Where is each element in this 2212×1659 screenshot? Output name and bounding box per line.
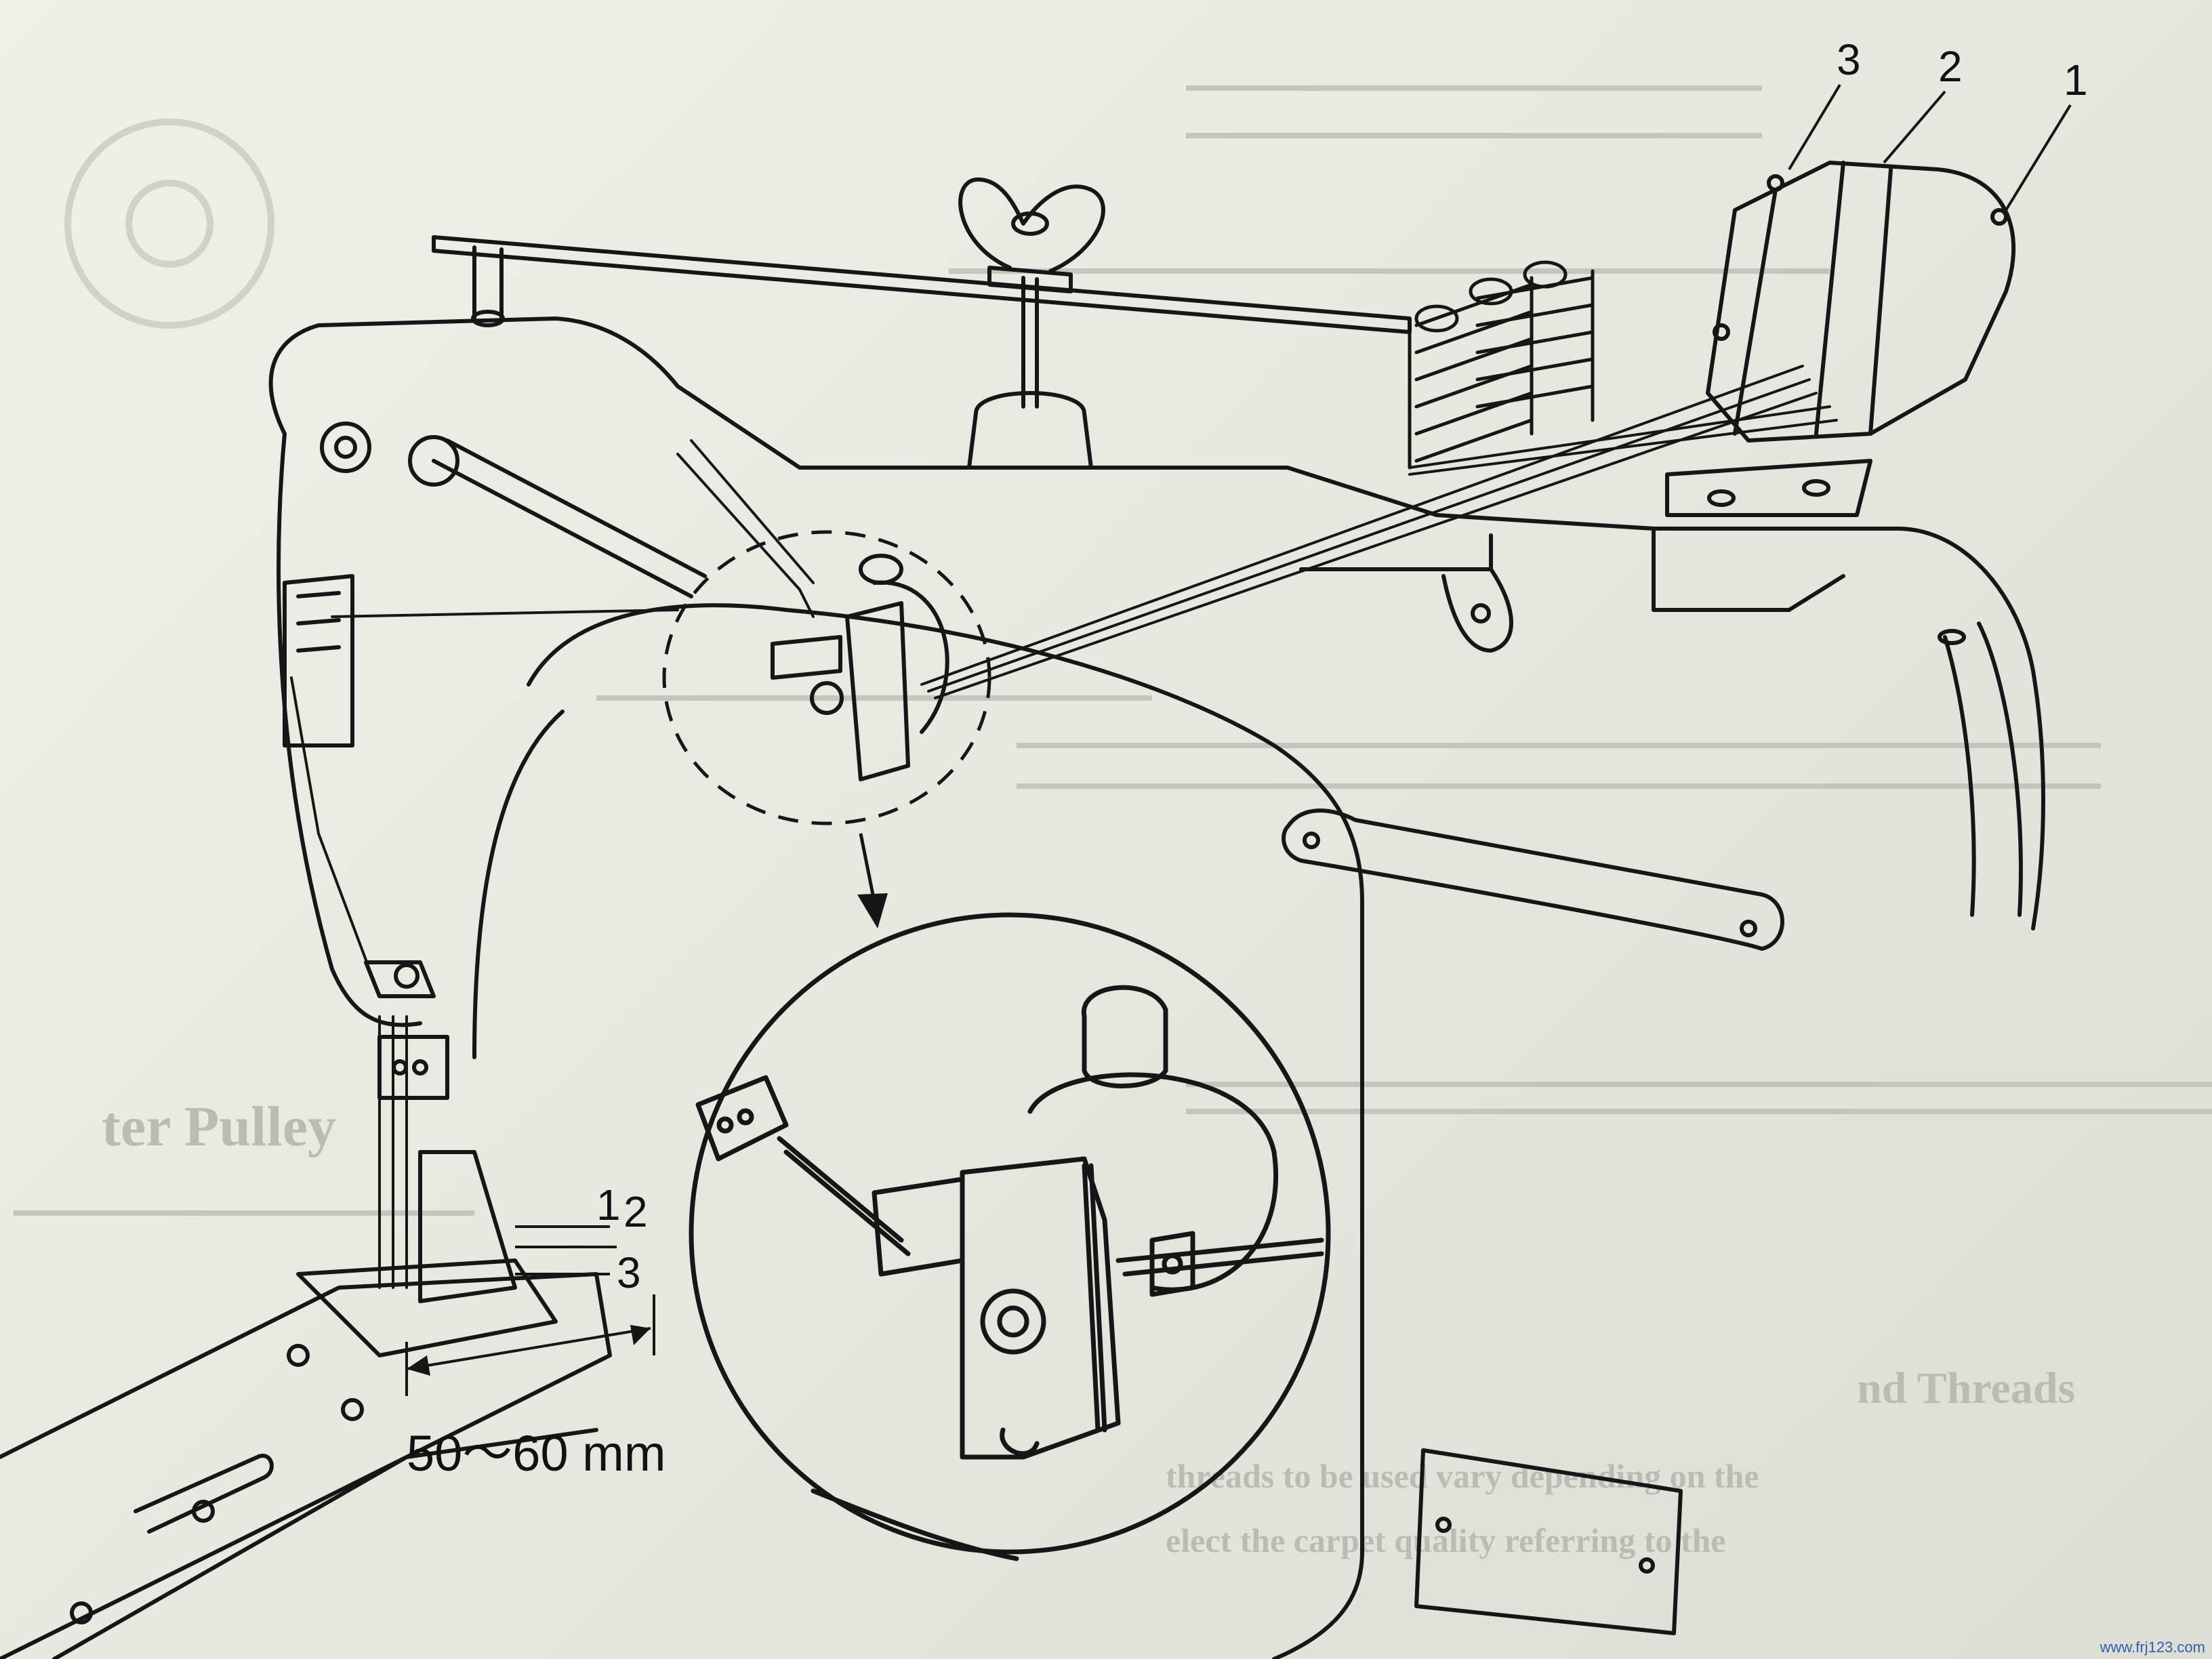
dimension-label: 50～60 mm xyxy=(407,1425,665,1481)
tension-springs xyxy=(1408,260,1595,470)
ghost-line-2: elect the carpet quality referring to th… xyxy=(1166,1521,1726,1559)
enlarged-tension-detail xyxy=(689,912,1331,1561)
top-callouts: 3 2 1 xyxy=(1788,35,2088,211)
ghost-heading-pulley: ter Pulley xyxy=(102,1095,336,1158)
watermark-text: www.frj123.com xyxy=(2100,1639,2205,1656)
dimension-indicator: 50～60 mm xyxy=(405,1294,665,1481)
machine-arm xyxy=(268,316,2045,1659)
foot-callout-3: 3 xyxy=(617,1248,641,1297)
wing-nut xyxy=(958,177,1105,273)
top-callout-1: 1 xyxy=(2064,56,2088,104)
left-guides xyxy=(283,422,707,1100)
thread-guide-plate xyxy=(1665,161,2016,517)
ghost-heading-threads: nd Threads xyxy=(1857,1364,2075,1413)
foot-callouts: 1 2 3 xyxy=(515,1181,648,1297)
foot-callout-2: 2 xyxy=(623,1187,648,1236)
background-show-through: ter Pulley nd Threads threads to be used… xyxy=(14,85,2212,1559)
top-callout-3: 3 xyxy=(1837,35,1861,84)
loose-parts xyxy=(1282,808,1784,1635)
tension-detail-marker xyxy=(662,530,991,928)
threads xyxy=(290,365,1838,1289)
top-callout-2: 2 xyxy=(1938,42,1963,91)
foot-callout-1: 1 xyxy=(596,1181,621,1229)
presser-foot-area xyxy=(0,1150,612,1659)
